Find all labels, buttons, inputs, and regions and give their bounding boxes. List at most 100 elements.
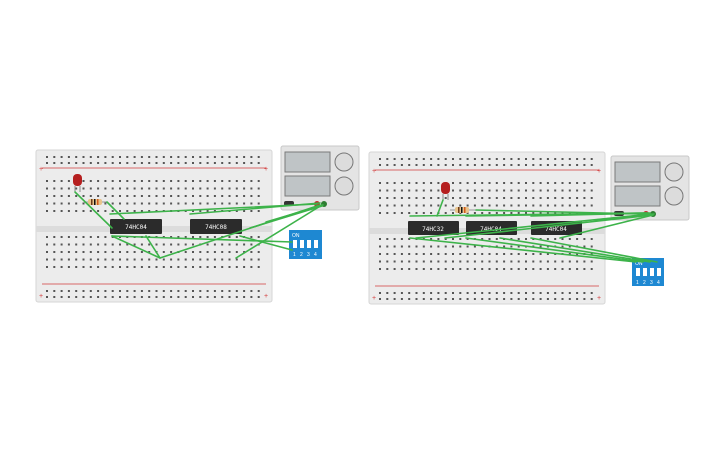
breadboard-hole[interactable] <box>148 251 151 253</box>
breadboard-hole[interactable] <box>495 292 498 294</box>
breadboard-hole[interactable] <box>46 210 48 212</box>
breadboard-hole[interactable] <box>97 195 100 197</box>
wire[interactable] <box>499 237 651 263</box>
breadboard-hole[interactable] <box>415 212 418 214</box>
breadboard-hole[interactable] <box>192 266 194 268</box>
breadboard-hole[interactable] <box>561 182 564 184</box>
breadboard-hole[interactable] <box>53 210 56 212</box>
breadboard-hole[interactable] <box>568 182 571 184</box>
breadboard-hole[interactable] <box>250 251 253 253</box>
breadboard-hole[interactable] <box>532 253 535 255</box>
breadboard-hole[interactable] <box>111 210 114 212</box>
breadboard-hole[interactable] <box>481 212 484 214</box>
breadboard-hole[interactable] <box>539 158 542 160</box>
breadboard-hole[interactable] <box>67 258 70 261</box>
breadboard-hole[interactable] <box>554 238 557 240</box>
breadboard-hole[interactable] <box>133 258 136 261</box>
breadboard-hole[interactable] <box>250 296 253 298</box>
breadboard-hole[interactable] <box>53 251 56 253</box>
breadboard-hole[interactable] <box>386 182 389 184</box>
breadboard-hole[interactable] <box>111 202 114 205</box>
breadboard-hole[interactable] <box>532 189 535 192</box>
breadboard-hole[interactable] <box>162 187 165 190</box>
breadboard-hole[interactable] <box>228 195 231 197</box>
breadboard-hole[interactable] <box>379 260 381 263</box>
breadboard-hole[interactable] <box>192 162 194 164</box>
breadboard-hole[interactable] <box>452 260 454 263</box>
breadboard-hole[interactable] <box>481 238 484 240</box>
breadboard-hole[interactable] <box>250 258 253 261</box>
breadboard-hole[interactable] <box>532 158 535 160</box>
breadboard-hole[interactable] <box>250 187 253 190</box>
breadboard-hole[interactable] <box>517 197 520 199</box>
breadboard-hole[interactable] <box>104 156 107 158</box>
breadboard-hole[interactable] <box>53 187 56 190</box>
breadboard-hole[interactable] <box>437 260 440 263</box>
breadboard-hole[interactable] <box>481 245 484 248</box>
breadboard-hole[interactable] <box>184 187 187 190</box>
breadboard-hole[interactable] <box>437 292 440 294</box>
breadboard-hole[interactable] <box>89 290 92 292</box>
breadboard-hole[interactable] <box>67 156 70 158</box>
breadboard-hole[interactable] <box>459 189 462 192</box>
breadboard-hole[interactable] <box>119 195 121 197</box>
breadboard-hole[interactable] <box>199 296 202 298</box>
breadboard-hole[interactable] <box>235 236 238 238</box>
breadboard-hole[interactable] <box>481 253 484 255</box>
breadboard-hole[interactable] <box>235 290 238 292</box>
breadboard-hole[interactable] <box>82 251 85 253</box>
breadboard-hole[interactable] <box>67 236 70 238</box>
breadboard-hole[interactable] <box>466 292 469 294</box>
breadboard-hole[interactable] <box>400 298 403 300</box>
breadboard-hole[interactable] <box>386 204 389 207</box>
wire[interactable] <box>265 204 324 223</box>
breadboard-hole[interactable] <box>155 258 158 261</box>
breadboard-hole[interactable] <box>119 156 121 158</box>
breadboard-hole[interactable] <box>415 245 418 248</box>
breadboard-hole[interactable] <box>576 197 579 199</box>
breadboard-hole[interactable] <box>415 164 418 166</box>
breadboard-hole[interactable] <box>170 251 173 253</box>
breadboard-hole[interactable] <box>67 195 70 197</box>
breadboard-hole[interactable] <box>473 298 476 300</box>
breadboard-hole[interactable] <box>452 212 454 214</box>
breadboard-hole[interactable] <box>162 251 165 253</box>
breadboard-hole[interactable] <box>525 298 527 300</box>
breadboard-hole[interactable] <box>466 182 469 184</box>
breadboard-hole[interactable] <box>517 212 520 214</box>
breadboard-hole[interactable] <box>213 290 216 292</box>
breadboard-hole[interactable] <box>60 195 63 197</box>
power-supply-icon[interactable] <box>610 155 690 221</box>
breadboard-hole[interactable] <box>82 243 85 246</box>
breadboard-hole[interactable] <box>60 210 63 212</box>
breadboard-hole[interactable] <box>430 182 433 184</box>
wire[interactable] <box>239 235 293 251</box>
breadboard-hole[interactable] <box>386 164 389 166</box>
breadboard-hole[interactable] <box>554 260 557 263</box>
breadboard-hole[interactable] <box>184 156 187 158</box>
breadboard-hole[interactable] <box>408 268 411 270</box>
breadboard-hole[interactable] <box>53 258 56 261</box>
breadboard-hole[interactable] <box>235 251 238 253</box>
breadboard-hole[interactable] <box>67 187 70 190</box>
breadboard-hole[interactable] <box>228 156 231 158</box>
breadboard-hole[interactable] <box>257 236 260 238</box>
breadboard-hole[interactable] <box>488 189 491 192</box>
wire[interactable] <box>111 235 293 243</box>
breadboard-hole[interactable] <box>148 156 151 158</box>
breadboard-hole[interactable] <box>488 164 491 166</box>
breadboard-hole[interactable] <box>393 238 396 240</box>
breadboard-hole[interactable] <box>46 180 48 182</box>
breadboard-hole[interactable] <box>119 251 121 253</box>
breadboard-hole[interactable] <box>546 260 549 263</box>
breadboard-hole[interactable] <box>532 164 535 166</box>
breadboard-hole[interactable] <box>46 251 48 253</box>
breadboard-hole[interactable] <box>184 296 187 298</box>
breadboard-hole[interactable] <box>97 187 100 190</box>
breadboard-hole[interactable] <box>119 202 121 205</box>
breadboard-hole[interactable] <box>430 260 433 263</box>
breadboard-hole[interactable] <box>177 202 180 205</box>
breadboard-hole[interactable] <box>67 162 70 164</box>
breadboard-hole[interactable] <box>437 238 440 240</box>
breadboard-hole[interactable] <box>561 197 564 199</box>
